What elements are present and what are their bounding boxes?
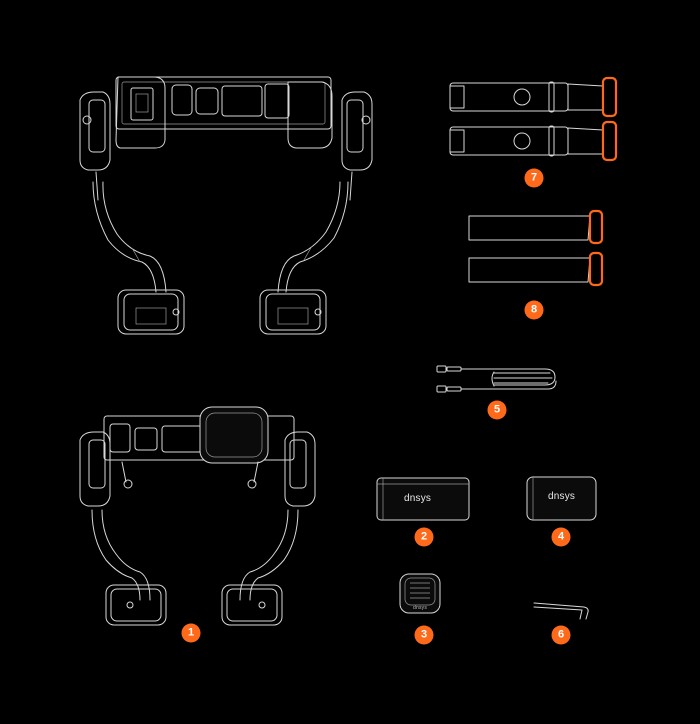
charger-block [526, 476, 597, 521]
badge-7: 7 [524, 168, 544, 188]
mesh-pad [399, 573, 441, 614]
loop-strap-upper [468, 209, 604, 245]
hex-key [533, 602, 589, 620]
pad-brand-label: dnsys [413, 605, 428, 611]
badge-6: 6 [551, 625, 571, 645]
badge-3: 3 [414, 625, 434, 645]
exoskeleton-frame-bottom [79, 406, 316, 626]
buckle-strap-upper [449, 76, 618, 118]
badge-8: 8 [524, 300, 544, 320]
badge-5: 5 [487, 400, 507, 420]
battery-brand-label: dnsys [404, 493, 432, 504]
charger-brand-label: dnsys [548, 491, 576, 502]
loop-strap-lower [468, 251, 604, 287]
charging-cable [436, 365, 557, 393]
buckle-strap-lower [449, 120, 618, 162]
exoskeleton-frame-top [79, 76, 373, 335]
badge-2: 2 [414, 527, 434, 547]
badge-4: 4 [551, 527, 571, 547]
badge-1: 1 [181, 623, 201, 643]
battery-pack [376, 477, 470, 521]
